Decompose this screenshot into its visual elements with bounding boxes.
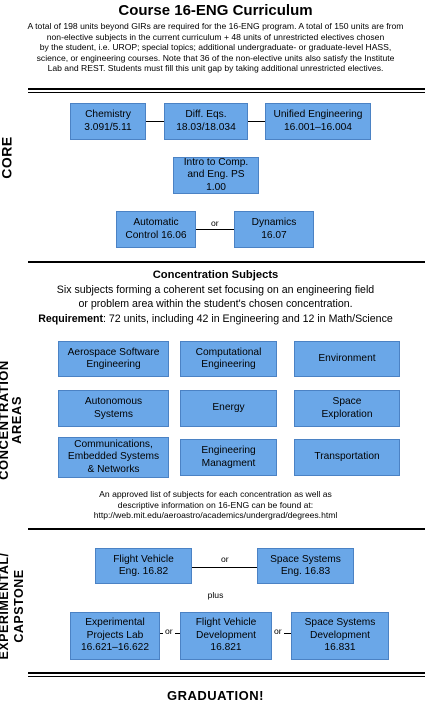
- capstone-section-label: EXPERIMENTAL/ CAPSTONE: [0, 546, 27, 666]
- section-divider: [28, 261, 425, 263]
- space-systems-eng-box: Space Systems Eng. 16.83: [257, 548, 354, 584]
- or-label: or: [219, 554, 231, 564]
- concentration-note: An approved list of subjects for each co…: [0, 489, 431, 521]
- concentration-desc-line: Six subjects forming a coherent set focu…: [56, 284, 375, 296]
- page-title: Course 16-ENG Curriculum: [118, 2, 313, 19]
- concentration-label-text: CONCENTRATION AREAS: [0, 360, 24, 480]
- section-divider: [28, 88, 425, 93]
- requirement-text: : 72 units, including 42 in Engineering …: [103, 313, 393, 325]
- intro-line: A total of 198 units beyond GIRs are req…: [27, 21, 404, 31]
- intro-comp-box: Intro to Comp. and Eng. PS 1.00: [173, 157, 259, 194]
- intro-line: non-elective subjects in the current cur…: [46, 31, 385, 42]
- or-label: or: [272, 626, 284, 636]
- core-section-label: CORE: [0, 136, 15, 179]
- core-or-connector: [180, 229, 250, 230]
- intro-line: science, or engineering courses. Note th…: [36, 52, 395, 63]
- concentration-area-box: Transportation: [294, 439, 400, 476]
- automatic-control-box: Automatic Control 16.06: [116, 211, 196, 248]
- note-url: http://web.mit.edu/aeroastro/academics/u…: [93, 510, 338, 521]
- capstone-label-line: EXPERIMENTAL/: [0, 552, 11, 660]
- section-divider: [28, 672, 425, 677]
- chemistry-box: Chemistry 3.091/5.11: [70, 103, 146, 140]
- capstone-label-line: CAPSTONE: [12, 569, 26, 643]
- note-line: An approved list of subjects for each co…: [99, 489, 332, 499]
- requirement-line: Requirement: 72 units, including 42 in E…: [0, 313, 431, 325]
- concentration-heading: Concentration Subjects: [152, 269, 279, 281]
- intro-line: by the student, i.e. UROP; special topic…: [39, 42, 392, 53]
- section-divider: [28, 528, 425, 530]
- or-label: or: [209, 218, 221, 228]
- diff-eqs-box: Diff. Eqs. 18.03/18.034: [164, 103, 248, 140]
- intro-paragraph: A total of 198 units beyond GIRs are req…: [8, 21, 423, 74]
- concentration-area-box: Autonomous Systems: [58, 390, 169, 427]
- concentration-area-box: Computational Engineering: [180, 341, 277, 377]
- concentration-areas-label: CONCENTRATION AREAS: [0, 360, 24, 480]
- flight-vehicle-eng-box: Flight Vehicle Eng. 16.82: [95, 548, 192, 584]
- intro-line: Lab and REST. Students must fill this un…: [47, 63, 384, 74]
- concentration-area-box: Aerospace Software Engineering: [58, 341, 169, 377]
- space-systems-development-box: Space Systems Development 16.831: [291, 612, 389, 660]
- flight-vehicle-development-box: Flight Vehicle Development 16.821: [180, 612, 272, 660]
- dynamics-box: Dynamics 16.07: [234, 211, 314, 248]
- concentration-area-box: Space Exploration: [294, 390, 400, 427]
- experimental-projects-lab-box: Experimental Projects Lab 16.621–16.622: [70, 612, 160, 660]
- unified-engineering-box: Unified Engineering 16.001–16.004: [265, 103, 371, 140]
- concentration-desc-line: or problem area within the student's cho…: [78, 298, 353, 310]
- or-label: or: [163, 626, 175, 636]
- note-line: descriptive information on 16-ENG can be…: [117, 499, 314, 510]
- concentration-area-box: Engineering Managment: [180, 439, 277, 476]
- plus-label: plus: [207, 590, 224, 600]
- graduation-label: GRADUATION!: [167, 688, 264, 703]
- concentration-area-box: Environment: [294, 341, 400, 377]
- capstone-or-connector: [180, 567, 270, 568]
- concentration-area-box: Energy: [180, 390, 277, 427]
- concentration-area-box: Communications, Embedded Systems & Netwo…: [58, 437, 169, 478]
- requirement-label: Requirement: [38, 313, 103, 325]
